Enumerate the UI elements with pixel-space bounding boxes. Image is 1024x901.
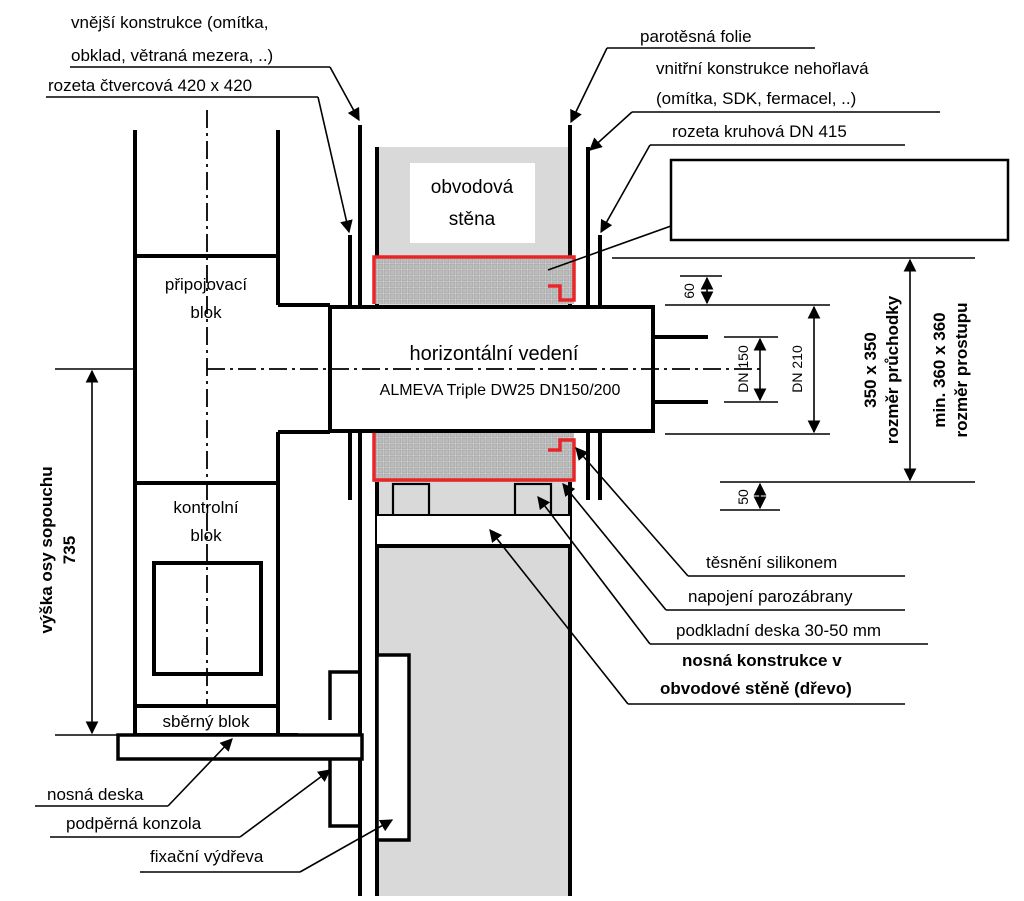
passage-size-line1: 350 x 350 (861, 332, 880, 408)
flue-axis-height-line2: 735 (60, 536, 79, 564)
square-rosette-label: rozeta čtvercová 420 x 420 (48, 76, 252, 95)
passage-size-line2: rozměr průchodky (883, 295, 902, 444)
inner-construction-label-line2: (omítka, SDK, fermacel, ..) (656, 89, 856, 108)
callout-box-leader (547, 225, 672, 271)
load-bearing-label-line2: obvodové stěně (dřevo) (660, 679, 852, 698)
dim-label-60: 60 (681, 283, 697, 299)
vapor-barrier-joint-label: napojení parozábrany (688, 587, 853, 606)
outer-construction-leader (329, 66, 360, 122)
connection-block-label-line2: blok (190, 303, 222, 322)
base-plate-label: podkladní deska 30-50 mm (676, 621, 881, 640)
connection-block-label-line1: připojovací (165, 275, 247, 294)
vapor-barrier-joint-leader (562, 483, 667, 611)
opening-size-line2: rozměr prostupu (952, 302, 971, 437)
square-rosette-leader (317, 96, 353, 234)
support-plate (116, 733, 364, 761)
round-rosette-leader (600, 144, 651, 234)
control-block-label-line1: kontrolní (173, 498, 238, 517)
insulation-lower (374, 432, 574, 482)
fixing-frame-leader (299, 819, 394, 873)
fixing-frame-bracket (328, 670, 362, 720)
silicone-seal-leader (575, 447, 689, 577)
flue-axis-height-line1: výška osy sopouchu (37, 466, 56, 633)
round-rosette-label: rozeta kruhová DN 415 (672, 122, 847, 141)
product-label: ALMEVA Triple DW25 DN150/200 (380, 382, 621, 399)
support-bracket-label: podpěrná konzola (66, 814, 202, 833)
inner-construction-leader (589, 111, 633, 151)
outer-wall-label-line1: obvodová (431, 177, 514, 198)
support-plate-label: nosná deska (47, 785, 144, 804)
vapor-foil-leader (570, 47, 608, 124)
seal-outline-lower (372, 432, 576, 482)
base-plate-leader (537, 495, 651, 645)
opening-size-line1: min. 360 x 360 (930, 312, 949, 427)
vapor-foil-label: parotěsná folie (640, 27, 752, 46)
outer-construction-label-line2: obklad, větraná mezera, ..) (71, 46, 273, 65)
fixing-frame-label: fixační výdřeva (150, 847, 264, 866)
dim-label-50: 50 (735, 489, 751, 505)
insulation-upper (374, 257, 574, 304)
fixing-frame-timber (375, 653, 411, 842)
collector-block-label: sběrný blok (163, 712, 250, 731)
inner-construction-label-line1: vnitřní konstrukce nehořlavá (656, 59, 869, 78)
seal-outline-upper (372, 255, 576, 304)
silicone-seal-label: těsnění silikonem (706, 553, 837, 572)
control-block-label-line2: blok (190, 526, 222, 545)
load-bearing-label-line1: nosná konstrukce v (682, 651, 842, 670)
support-plate-leader (167, 738, 233, 807)
support-bracket (328, 759, 362, 828)
outer-wall-label-line2: stěna (449, 209, 496, 230)
dim-label-dn210: DN 210 (789, 345, 805, 393)
support-bracket-leader (239, 769, 332, 838)
outer-construction-label-line1: vnější konstrukce (omítka, (71, 13, 268, 32)
load-bearing-leader (489, 528, 629, 705)
dim-label-dn150: DN 150 (735, 345, 751, 393)
horizontal-duct-label: horizontální vedení (409, 343, 578, 365)
base-plate (377, 516, 570, 546)
callout-box-empty (669, 158, 1010, 242)
outer-wall-label-box (410, 163, 535, 243)
